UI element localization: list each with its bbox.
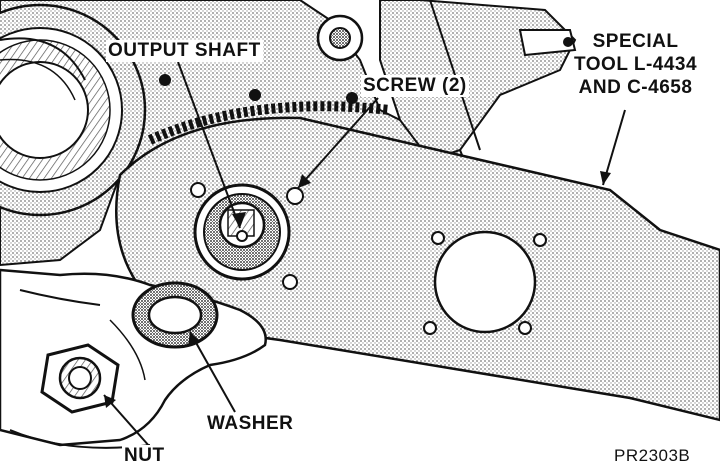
leader-arrowheads (104, 171, 611, 408)
transmission-case (0, 0, 577, 267)
leader-output-shaft (177, 61, 241, 229)
special-tool-plate (115, 116, 720, 422)
leader-washer (189, 331, 236, 413)
output-shaft-label: OUTPUT SHAFT (106, 40, 263, 62)
output-shaft-hub (193, 183, 291, 281)
special-tool-label-line2: TOOL L-4434 (574, 54, 698, 75)
nut-label: NUT (122, 445, 167, 467)
washer-label: WASHER (205, 413, 296, 435)
special-tool-label-line3: AND C-4658 (578, 77, 693, 98)
leader-screw (297, 97, 379, 189)
leader-lines (103, 61, 626, 448)
special-tool-label-line1: SPECIAL (592, 31, 679, 52)
hand-with-parts (0, 268, 267, 449)
leader-nut (103, 394, 151, 448)
figure-id: PR2303B (612, 445, 693, 467)
screw-label: SCREW (2) (361, 75, 469, 97)
parking-gear (147, 101, 391, 145)
special-tool-label: SPECIAL TOOL L-4434 AND C-4658 (572, 30, 699, 99)
